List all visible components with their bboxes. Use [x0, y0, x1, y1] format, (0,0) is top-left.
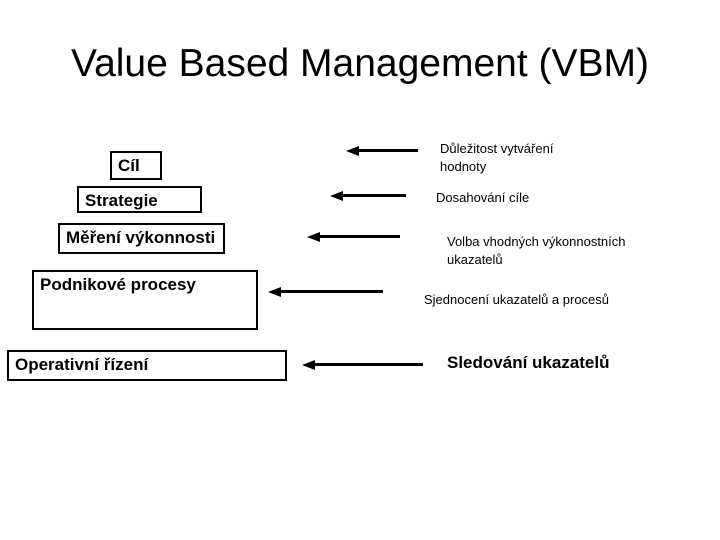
box-cil: Cíl	[110, 151, 162, 180]
box-mereni-vykonnosti: Měření výkonnosti	[58, 223, 225, 254]
annotation-dulezitost-vytvareni-hodnoty: Důležitost vytváření hodnoty	[440, 141, 554, 174]
box-strategie-label: Strategie	[85, 191, 158, 210]
box-operativni-rizeni: Operativní řízení	[7, 350, 287, 381]
annotation-sjednoceni-ukazatelu-a-procesu: Sjednocení ukazatelů a procesů	[424, 292, 610, 307]
box-strategie: Strategie	[77, 186, 202, 213]
box-podnikove-procesy: Podnikové procesy	[32, 270, 258, 330]
annotation-sledovani-ukazatelu: Sledování ukazatelů	[447, 353, 610, 372]
box-cil-label: Cíl	[118, 156, 140, 175]
annotation-volba-vhodnych-ukazatelu: Volba vhodných výkonnostních ukazatelů	[447, 234, 626, 267]
left-arrow-icon	[346, 145, 418, 156]
left-arrow-icon	[268, 286, 383, 297]
slide-title: Value Based Management (VBM)	[70, 42, 650, 85]
box-podnikove-procesy-label: Podnikové procesy	[40, 275, 196, 294]
left-arrow-icon	[302, 359, 423, 370]
box-mereni-vykonnosti-label: Měření výkonnosti	[66, 228, 216, 247]
left-arrow-icon	[307, 231, 400, 242]
annotation-dosahovani-cile: Dosahování cíle	[436, 190, 530, 205]
left-arrow-icon	[330, 190, 406, 201]
box-operativni-rizeni-label: Operativní řízení	[15, 355, 149, 374]
